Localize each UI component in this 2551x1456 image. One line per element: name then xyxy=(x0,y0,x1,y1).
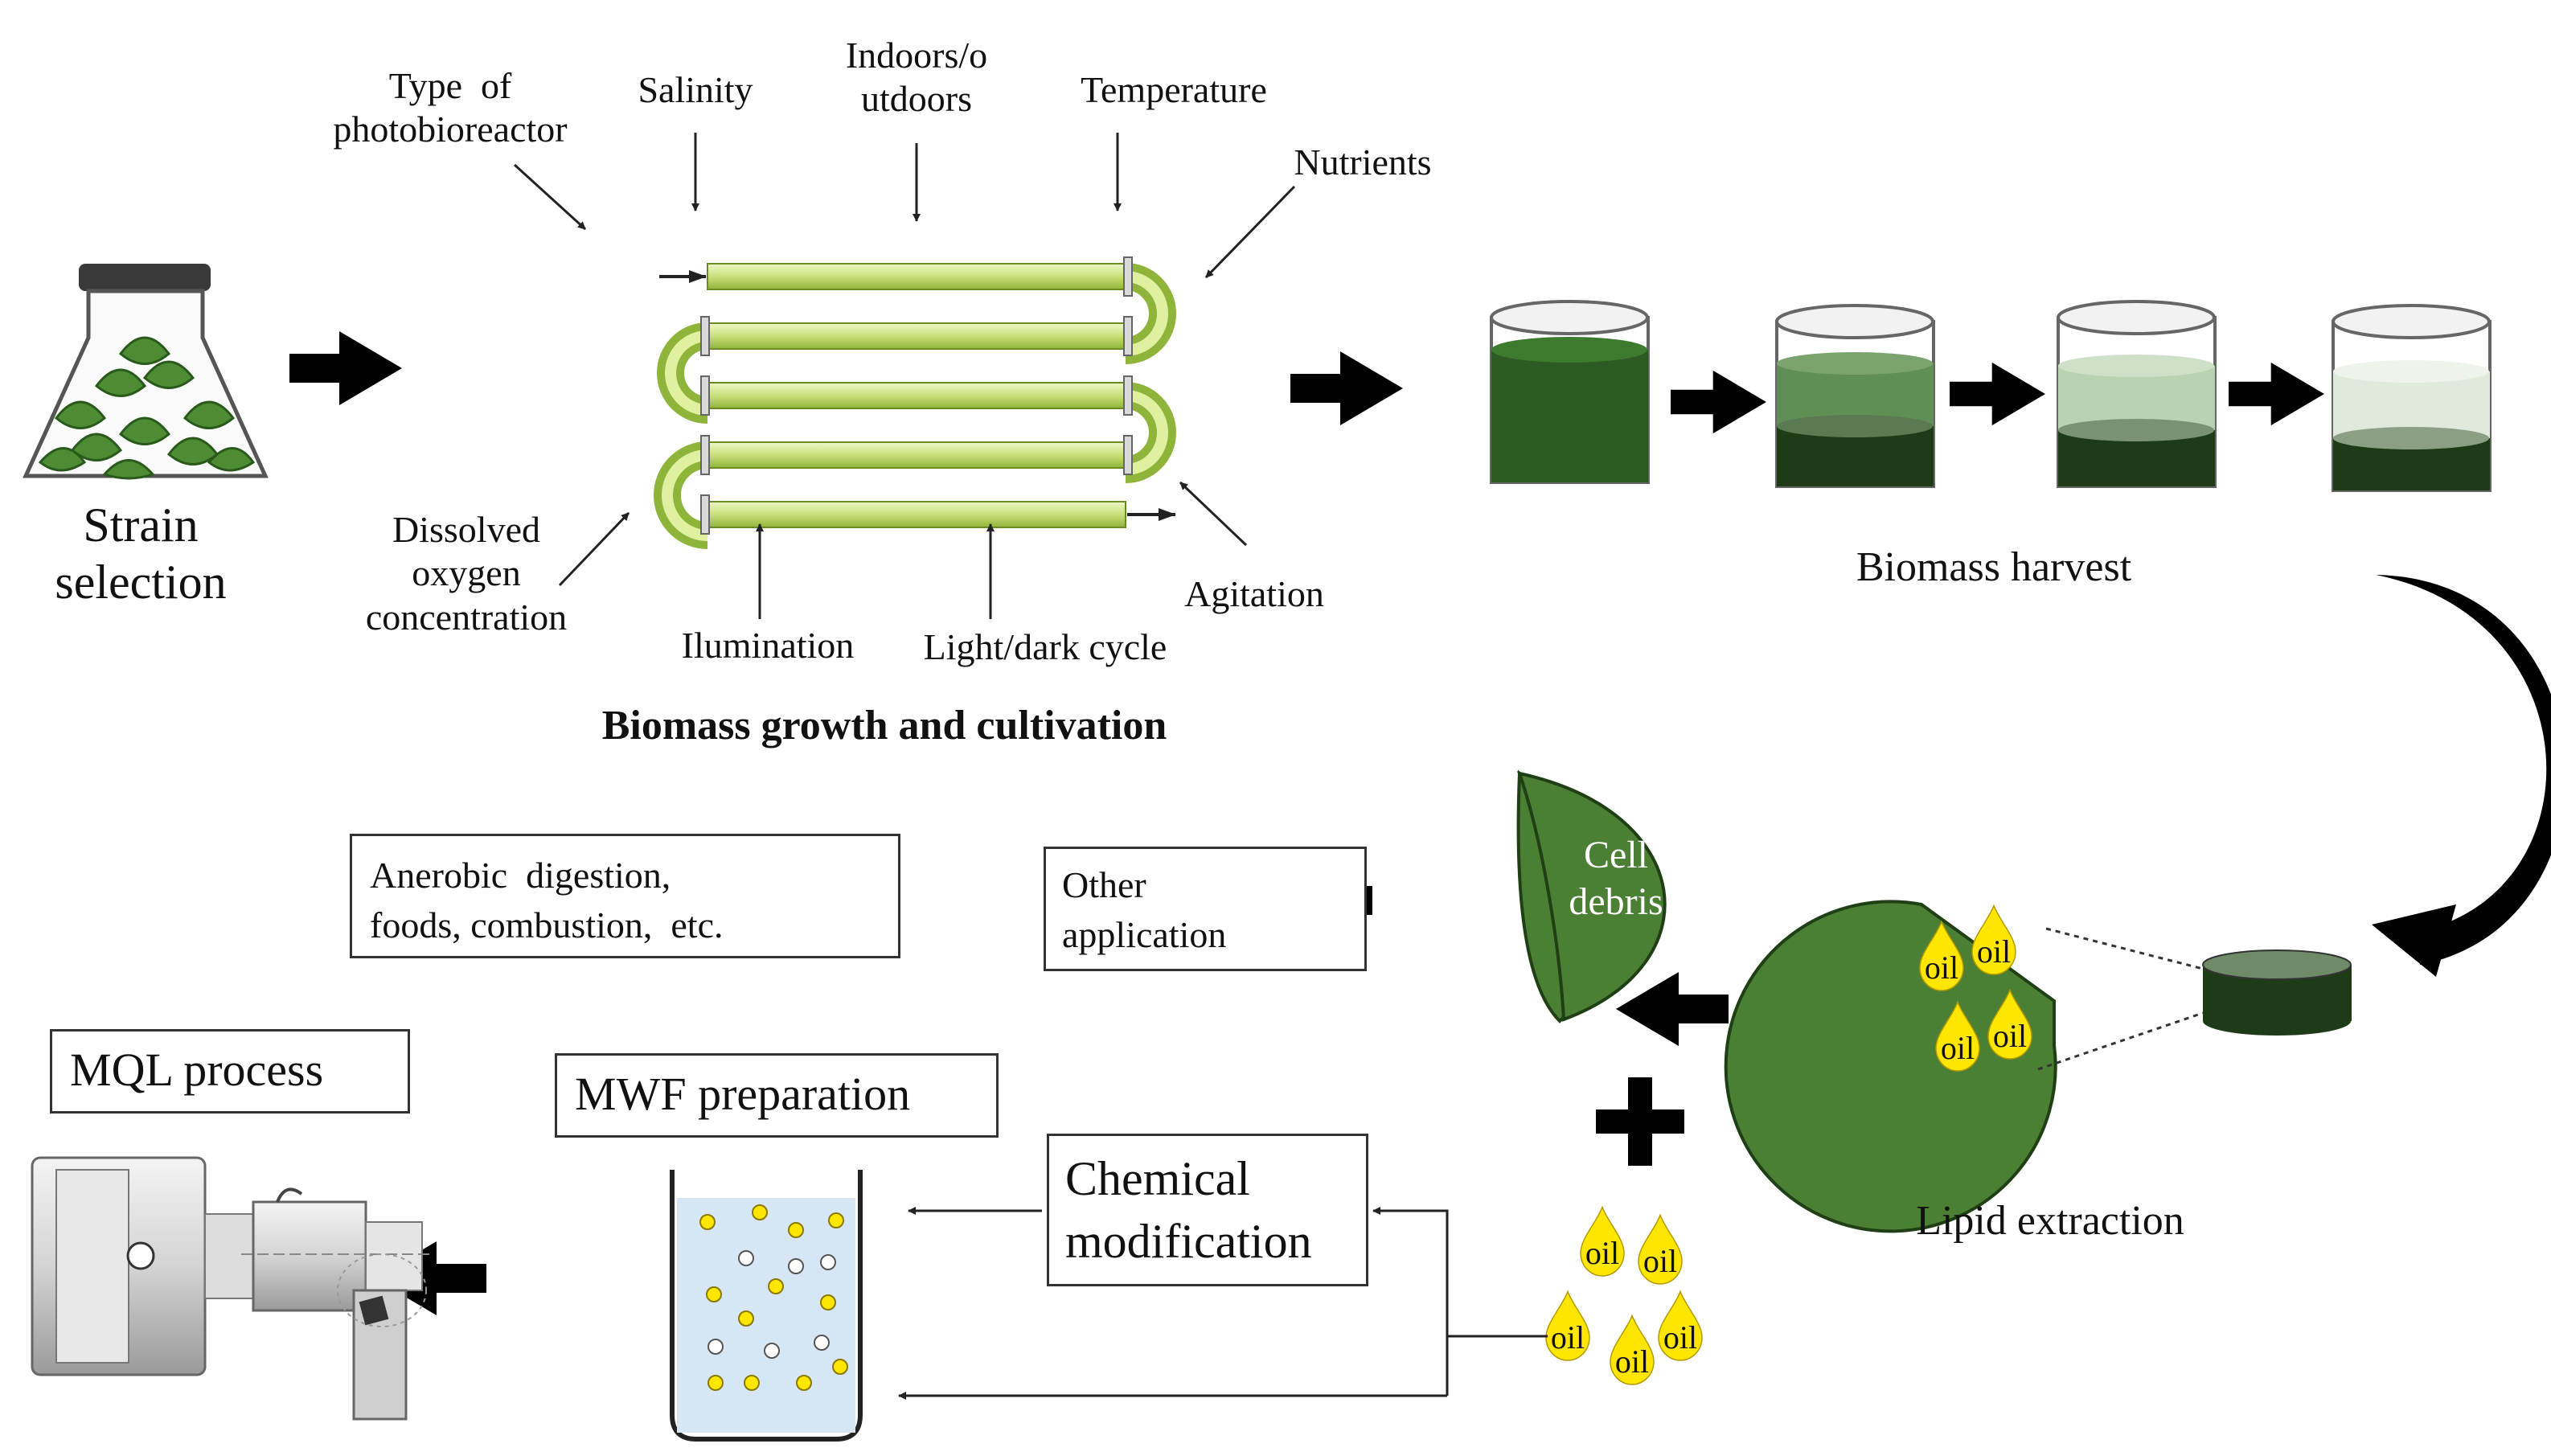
curved-arrow xyxy=(2372,575,2551,977)
factor-dissolved-label: Dissolved oxygen concentration xyxy=(365,509,568,638)
arrow-to-debris xyxy=(1616,972,1729,1046)
photobioreactor-icon xyxy=(654,256,1176,549)
mql-machine-icon xyxy=(31,1156,434,1421)
factor-lightdark-label: Light/dark cycle xyxy=(923,626,1167,667)
factor-agitation-label: Agitation xyxy=(1184,573,1324,614)
harvest-beakers-icon xyxy=(1490,300,2492,492)
arrow-to-harvest xyxy=(1290,351,1403,425)
oil-label: oil xyxy=(1976,933,2012,970)
factor-arrows xyxy=(513,133,1296,619)
anerobic-box: Anerobic digestion, foods, combustion, e… xyxy=(350,834,900,958)
oil-label: oil xyxy=(1940,1030,1975,1066)
mwf-beaker-icon xyxy=(670,1170,863,1442)
mql-process-box: MQL process xyxy=(50,1029,410,1114)
cell-debris-label: Cell debris xyxy=(1569,834,1663,923)
lipid-extraction-label: Lipid extraction xyxy=(1916,1198,2184,1244)
mwf-preparation-box: MWF preparation xyxy=(555,1053,999,1138)
strain-selection-label: Strain selection xyxy=(55,498,227,609)
arrow-to-growth xyxy=(289,331,402,405)
oil-label: oil xyxy=(1663,1319,1698,1356)
factor-nutrients-label: Nutrients xyxy=(1294,141,1432,183)
flask-icon xyxy=(23,264,269,480)
lipid-pacman-icon xyxy=(1724,900,2352,1233)
other-application-box: Other application xyxy=(1044,847,1367,971)
oil-label: oil xyxy=(1643,1243,1678,1279)
cell-debris-shape xyxy=(1516,771,1667,1022)
growth-title: Biomass growth and cultivation xyxy=(601,703,1167,749)
oil-label: oil xyxy=(1585,1235,1620,1271)
harvest-label: Biomass harvest xyxy=(1856,544,2132,590)
factor-salinity-label: Salinity xyxy=(638,69,753,110)
factor-type-label: Type of photobioreactor xyxy=(333,65,568,150)
oil-label: oil xyxy=(1614,1343,1650,1380)
factor-illumination-label: Ilumination xyxy=(681,625,855,666)
factor-temperature-label: Temperature xyxy=(1081,69,1267,110)
oil-label: oil xyxy=(1550,1319,1585,1356)
plus-icon xyxy=(1596,1077,1684,1166)
oil-label: oil xyxy=(1992,1018,2028,1054)
chemical-modification-box: Chemical modification xyxy=(1047,1134,1368,1286)
factor-indoors-label: Indoors/o utdoors xyxy=(845,35,988,120)
connector-lines xyxy=(898,1207,1548,1400)
oil-label: oil xyxy=(1924,949,1959,986)
